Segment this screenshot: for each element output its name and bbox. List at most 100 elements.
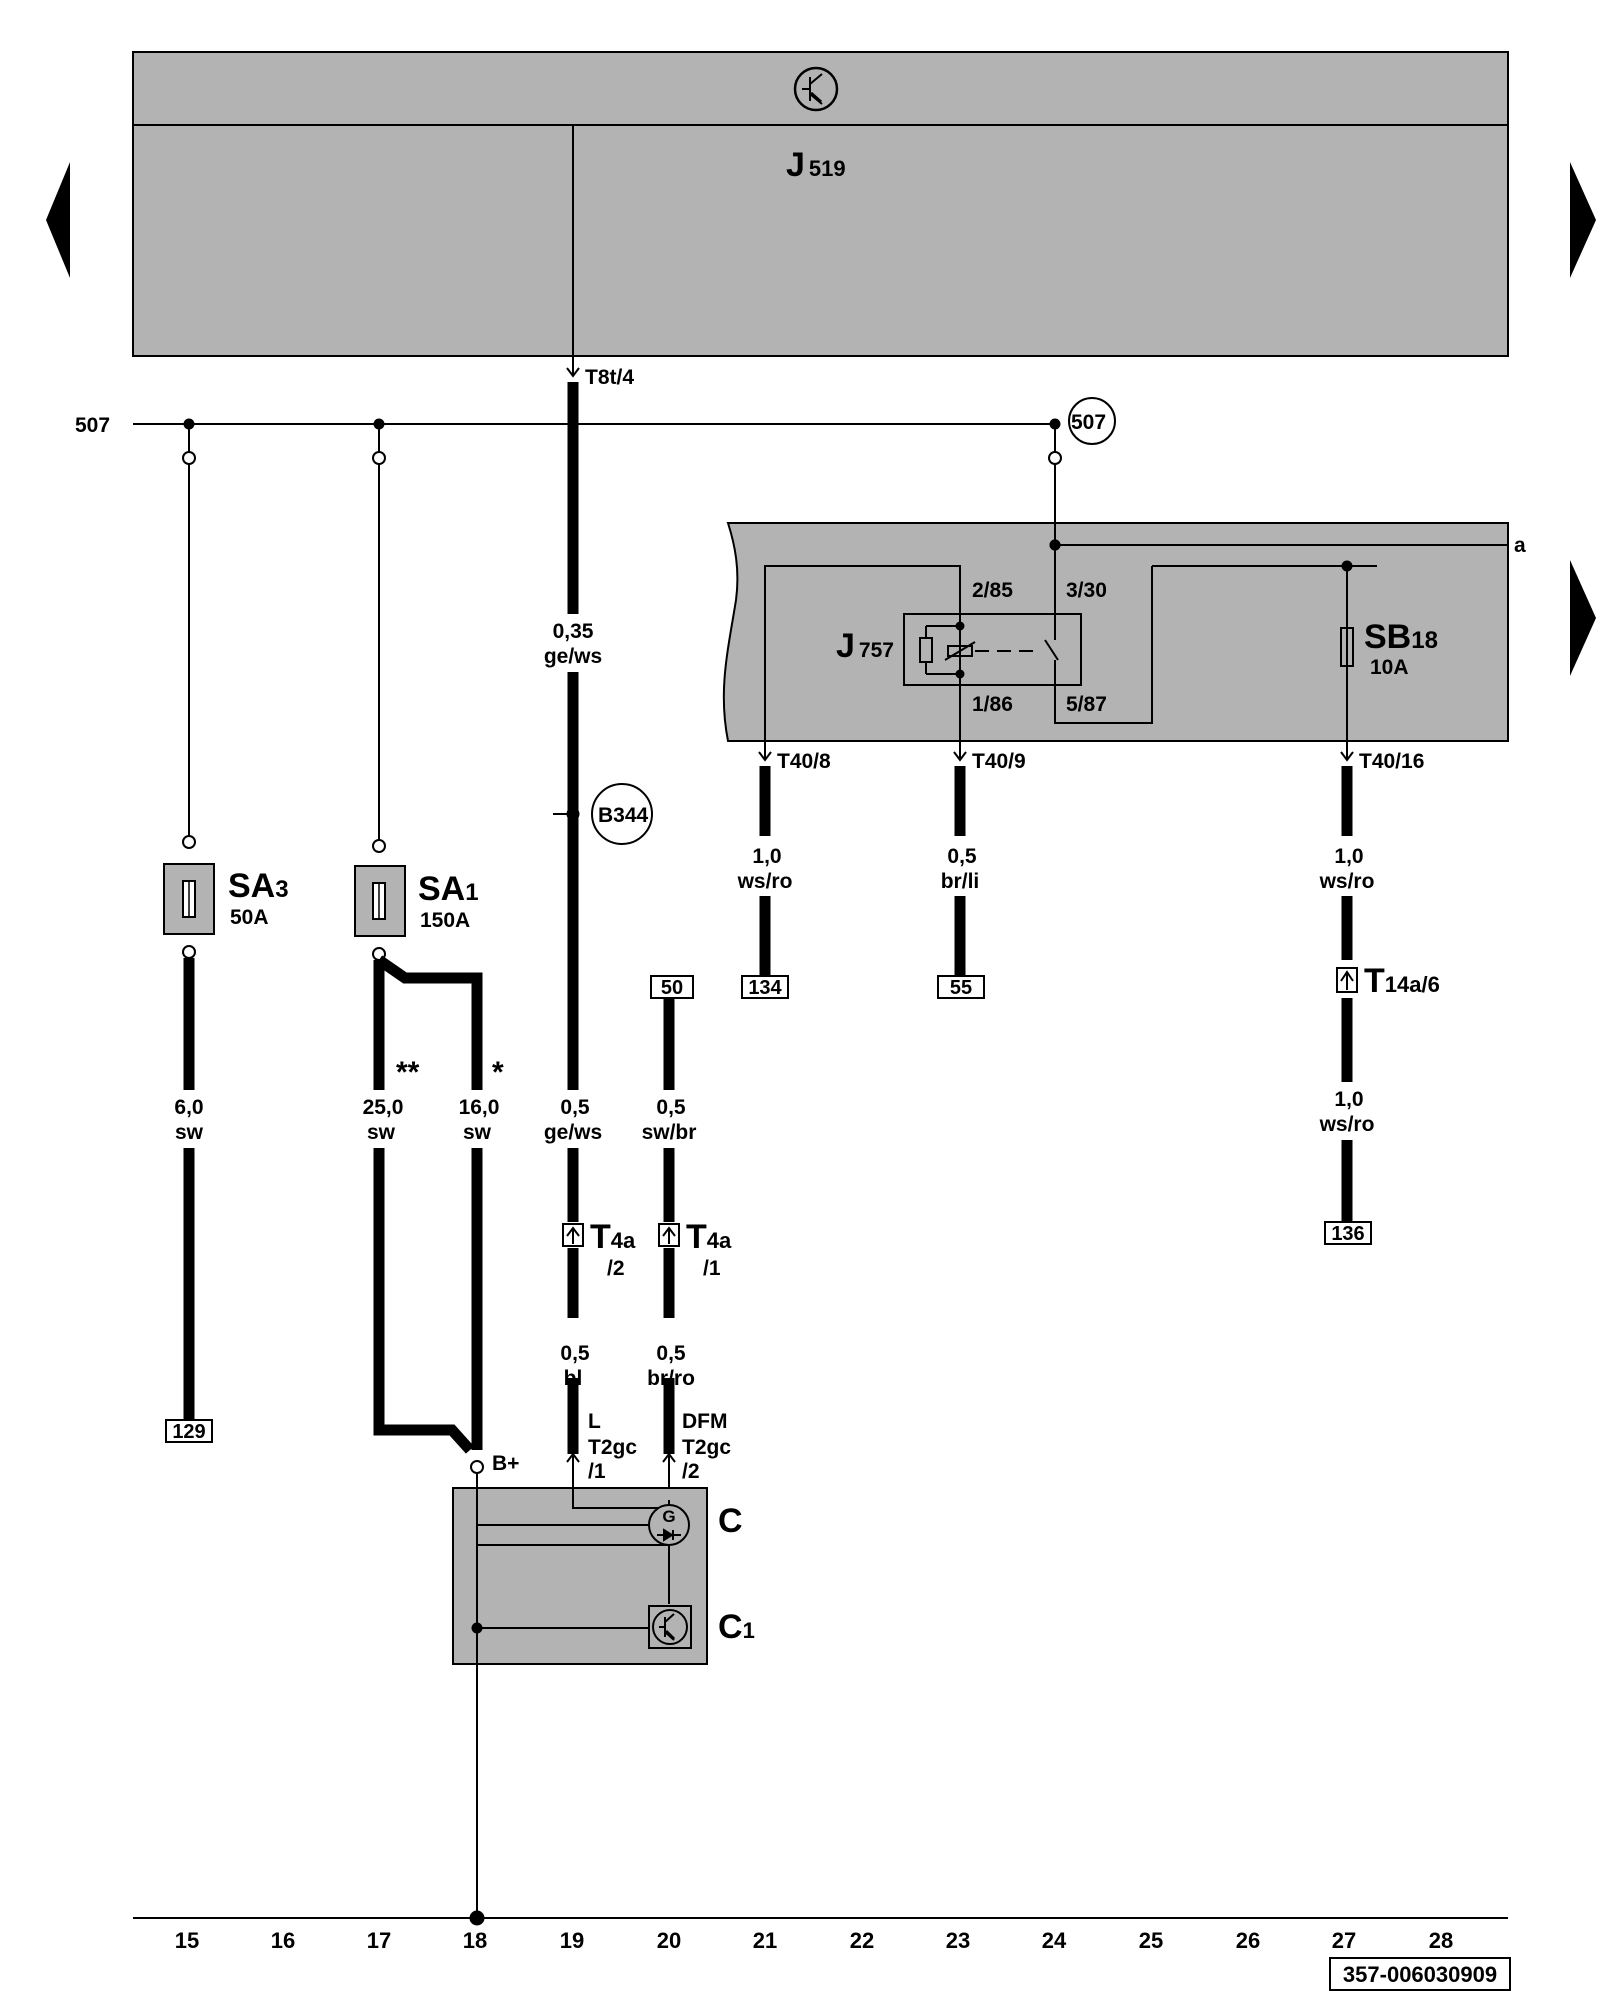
grid-number: 26 [1236,1928,1260,1953]
ground-bus [133,1910,1508,1926]
connector-t40-8-label: T40/8 [777,750,831,773]
next-page-arrow-icon[interactable] [1568,162,1598,278]
electronic-unit-icon-glyph [802,73,823,105]
bus-label-left: 507 [75,414,110,437]
wire-27-bot-color: ws/ro [1319,1113,1375,1136]
wire-20-mid-size: 0,5 [656,1096,686,1119]
alternator-dfm-conn: T2gc [682,1436,731,1459]
reference-55: 55 [950,977,972,999]
wire-column-19 [553,356,653,1508]
alternator-c-label: C [718,1502,743,1540]
document-id: 357-006030909 [1343,1962,1497,1987]
reference-136: 136 [1331,1223,1364,1245]
reference-box-134 [741,975,789,999]
grid-number: 27 [1332,1928,1356,1953]
wire-27-bot-size: 1,0 [1334,1088,1363,1111]
line-a-label: a [1514,534,1526,557]
wire-18-size: 16,0 [459,1096,500,1119]
connector-t4a-1-icon [658,1223,680,1247]
relay-pin-1-86: 1/86 [972,693,1013,716]
connector-t4a-2-pin: /2 [607,1257,625,1280]
grid-number: 20 [657,1928,681,1953]
relay-pin-3-30: 3/30 [1066,579,1107,602]
next-section-arrow-icon[interactable] [1568,560,1598,676]
wire-19-bot-color: bl [564,1367,583,1390]
wire-19-mid-size: 0,5 [560,1096,590,1119]
wire-27-top-color: ws/ro [1319,870,1375,893]
voltage-regulator-c1 [648,1605,692,1649]
wire-21-color: ws/ro [737,870,793,893]
connector-t40-9-label: T40/9 [972,750,1026,773]
fuse-sa1-rating: 150A [420,909,470,932]
fuse-sa1-circuit [354,424,484,1474]
wire-19-bot-size: 0,5 [560,1342,590,1365]
grid-number: 16 [271,1928,295,1953]
fuse-sb18-label: SB18 [1364,618,1438,656]
wire-20-bot-size: 0,5 [656,1342,686,1365]
connector-t4a-2-label: T4a [590,1218,636,1256]
reference-box-50 [650,975,694,999]
reference-box-129 [165,1419,213,1443]
connector-t40-16-label: T40/16 [1359,750,1424,773]
alternator-c [452,1468,708,1918]
fuse-sb18-symbol [1340,627,1354,667]
wire-18-color: sw [463,1121,492,1144]
alternator-dfm-label: DFM [682,1410,728,1433]
relay-pin-5-87: 5/87 [1066,693,1107,716]
reference-box-55 [937,975,985,999]
generator-symbol-label: G [662,1507,675,1526]
grid-number: 28 [1429,1928,1453,1953]
bus-circle-label: 507 [1071,411,1106,434]
fuse-sa3-circuit [163,424,215,1420]
connector-t4a-1-label: T4a [686,1218,732,1256]
reference-50: 50 [661,977,683,999]
reference-129: 129 [172,1421,205,1443]
relay-pin-2-85: 2/85 [972,579,1013,602]
alternator-dfm-pin: /2 [682,1460,700,1483]
wire-19-mid-color: ge/ws [544,1121,602,1144]
grid-number: 19 [560,1928,584,1953]
wire-18-mark: * [492,1056,504,1089]
fuse-sa3-label: SA3 [228,867,289,905]
grid-number: 18 [463,1928,487,1953]
wire-column-23 [953,700,967,976]
wire-17-size: 25,0 [363,1096,404,1119]
regulator-c1-label: C1 [718,1608,755,1646]
reference-134: 134 [748,977,782,999]
alternator-l-conn: T2gc [588,1436,637,1459]
wire-17-color: sw [367,1121,396,1144]
bus-circle [1068,397,1116,445]
voltage-regulator-icon [659,1613,676,1641]
relay-j757 [903,613,1082,686]
connector-t4a-1-pin: /1 [703,1257,721,1280]
wire-15-size: 6,0 [174,1096,203,1119]
fuse-sa1-label: SA1 [418,870,479,908]
ground-b344-label: B344 [598,804,649,827]
ground-connection-b344 [591,783,653,845]
electronic-unit-icon [793,66,839,112]
wire-23-size: 0,5 [947,845,977,868]
grid-number: 23 [946,1928,970,1953]
wire-21-size: 1,0 [752,845,781,868]
document-id-box [1329,1957,1511,1991]
fuse-sa3-rating: 50A [230,906,269,929]
grid-number: 17 [367,1928,391,1953]
wire-27-top-size: 1,0 [1334,845,1363,868]
wire-column-20 [658,998,680,1500]
alternator-b-plus: B+ [492,1452,519,1475]
wire-column-27 [1336,741,1358,1222]
alternator-l-pin: /1 [588,1460,606,1483]
connector-t4a-2-icon [562,1223,584,1247]
previous-page-arrow-icon[interactable] [44,162,74,278]
wire-20-mid-color: sw/br [642,1121,697,1144]
wire-15-color: sw [175,1121,204,1144]
grid-numbers: 15 16 17 18 19 20 21 22 23 24 25 26 27 2… [175,1928,1453,1953]
grid-number: 22 [850,1928,874,1953]
connector-t14a-label: T14a/6 [1364,962,1440,1000]
grid-number: 24 [1042,1928,1067,1953]
fuse-sb18-rating: 10A [1370,656,1409,679]
wire-17-mark: ** [396,1056,420,1089]
alternator-l-label: L [588,1410,601,1433]
grid-number: 21 [753,1928,777,1953]
connector-t8t-label: T8t/4 [585,366,634,389]
